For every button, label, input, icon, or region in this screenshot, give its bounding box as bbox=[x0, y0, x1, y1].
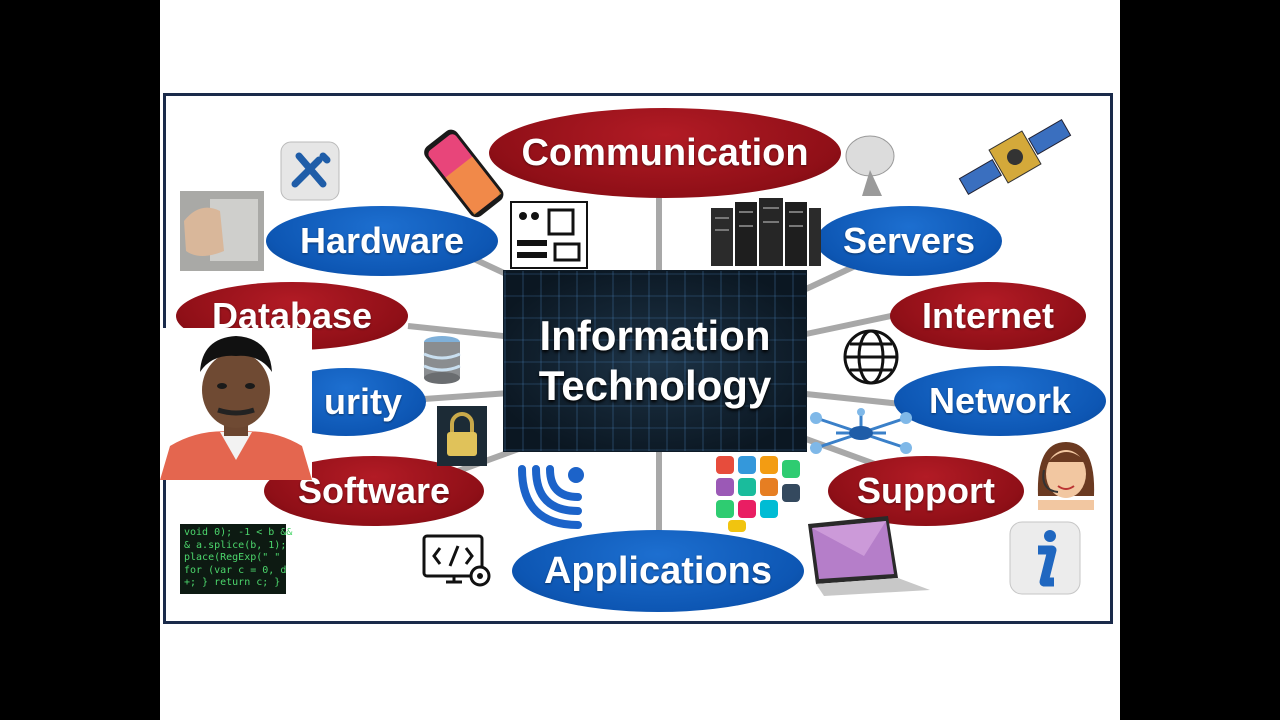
presenter-portrait bbox=[160, 328, 312, 480]
smartphone-icon bbox=[424, 129, 504, 218]
node-communication: Communication bbox=[489, 108, 841, 198]
node-network: Network bbox=[894, 366, 1106, 436]
node-support: Support bbox=[828, 456, 1024, 526]
database-icon bbox=[423, 336, 461, 384]
tools-icon bbox=[280, 141, 340, 201]
spoke-network bbox=[805, 391, 896, 407]
node-security-label: urity bbox=[323, 381, 402, 422]
diagram-frame: Information Technology Communication Har… bbox=[163, 93, 1113, 624]
diagram-canvas: Information Technology Communication Har… bbox=[160, 0, 1120, 720]
code-photo: void 0); -1 < b && & a.splice(b, 1); pla… bbox=[180, 524, 293, 594]
spoke-applications bbox=[656, 451, 662, 533]
node-hardware: Hardware bbox=[266, 206, 498, 276]
node-servers: Servers bbox=[816, 206, 1002, 276]
node-applications: Applications bbox=[512, 530, 804, 612]
satellite-dish-icon bbox=[845, 135, 895, 196]
node-hardware-label: Hardware bbox=[299, 220, 465, 261]
info-icon bbox=[1009, 521, 1081, 595]
center-title-line2: Technology bbox=[538, 362, 772, 409]
code-line-4: for (var c = 0, d bbox=[184, 564, 287, 576]
globe-icon bbox=[843, 329, 899, 385]
node-communication-label: Communication bbox=[521, 131, 809, 174]
node-applications-label: Applications bbox=[543, 549, 773, 592]
code-line-5: +; } return c; } bbox=[184, 577, 281, 588]
node-servers-label: Servers bbox=[842, 220, 976, 261]
node-internet: Internet bbox=[890, 282, 1086, 350]
node-software-label: Software bbox=[297, 470, 451, 511]
app-grid-icon bbox=[716, 456, 800, 532]
node-support-label: Support bbox=[857, 470, 995, 511]
code-line-3: place(RegExp(" " bbox=[184, 552, 287, 563]
node-network-label: Network bbox=[928, 380, 1072, 421]
center-title-line1: Information bbox=[539, 312, 771, 359]
spoke-security bbox=[423, 390, 509, 402]
center-block: Information Technology bbox=[503, 270, 807, 452]
server-rack-icon bbox=[711, 198, 821, 266]
presenter-photo bbox=[160, 328, 312, 480]
satellite-icon bbox=[958, 119, 1072, 195]
padlock-icon bbox=[437, 406, 487, 466]
node-internet-label: Internet bbox=[921, 295, 1054, 336]
hand-icon bbox=[180, 191, 264, 271]
spoke-communication bbox=[656, 196, 662, 278]
code-line-2: & a.splice(b, 1); bbox=[184, 539, 287, 551]
laptop-icon bbox=[808, 516, 930, 596]
wifi-icon bbox=[518, 465, 584, 529]
network-hub-icon bbox=[810, 408, 912, 454]
circuit-board-icon bbox=[510, 201, 588, 269]
code-monitor-icon bbox=[422, 534, 491, 587]
agent-avatar-icon bbox=[1037, 442, 1095, 510]
code-line-1: void 0); -1 < b && bbox=[184, 527, 293, 538]
